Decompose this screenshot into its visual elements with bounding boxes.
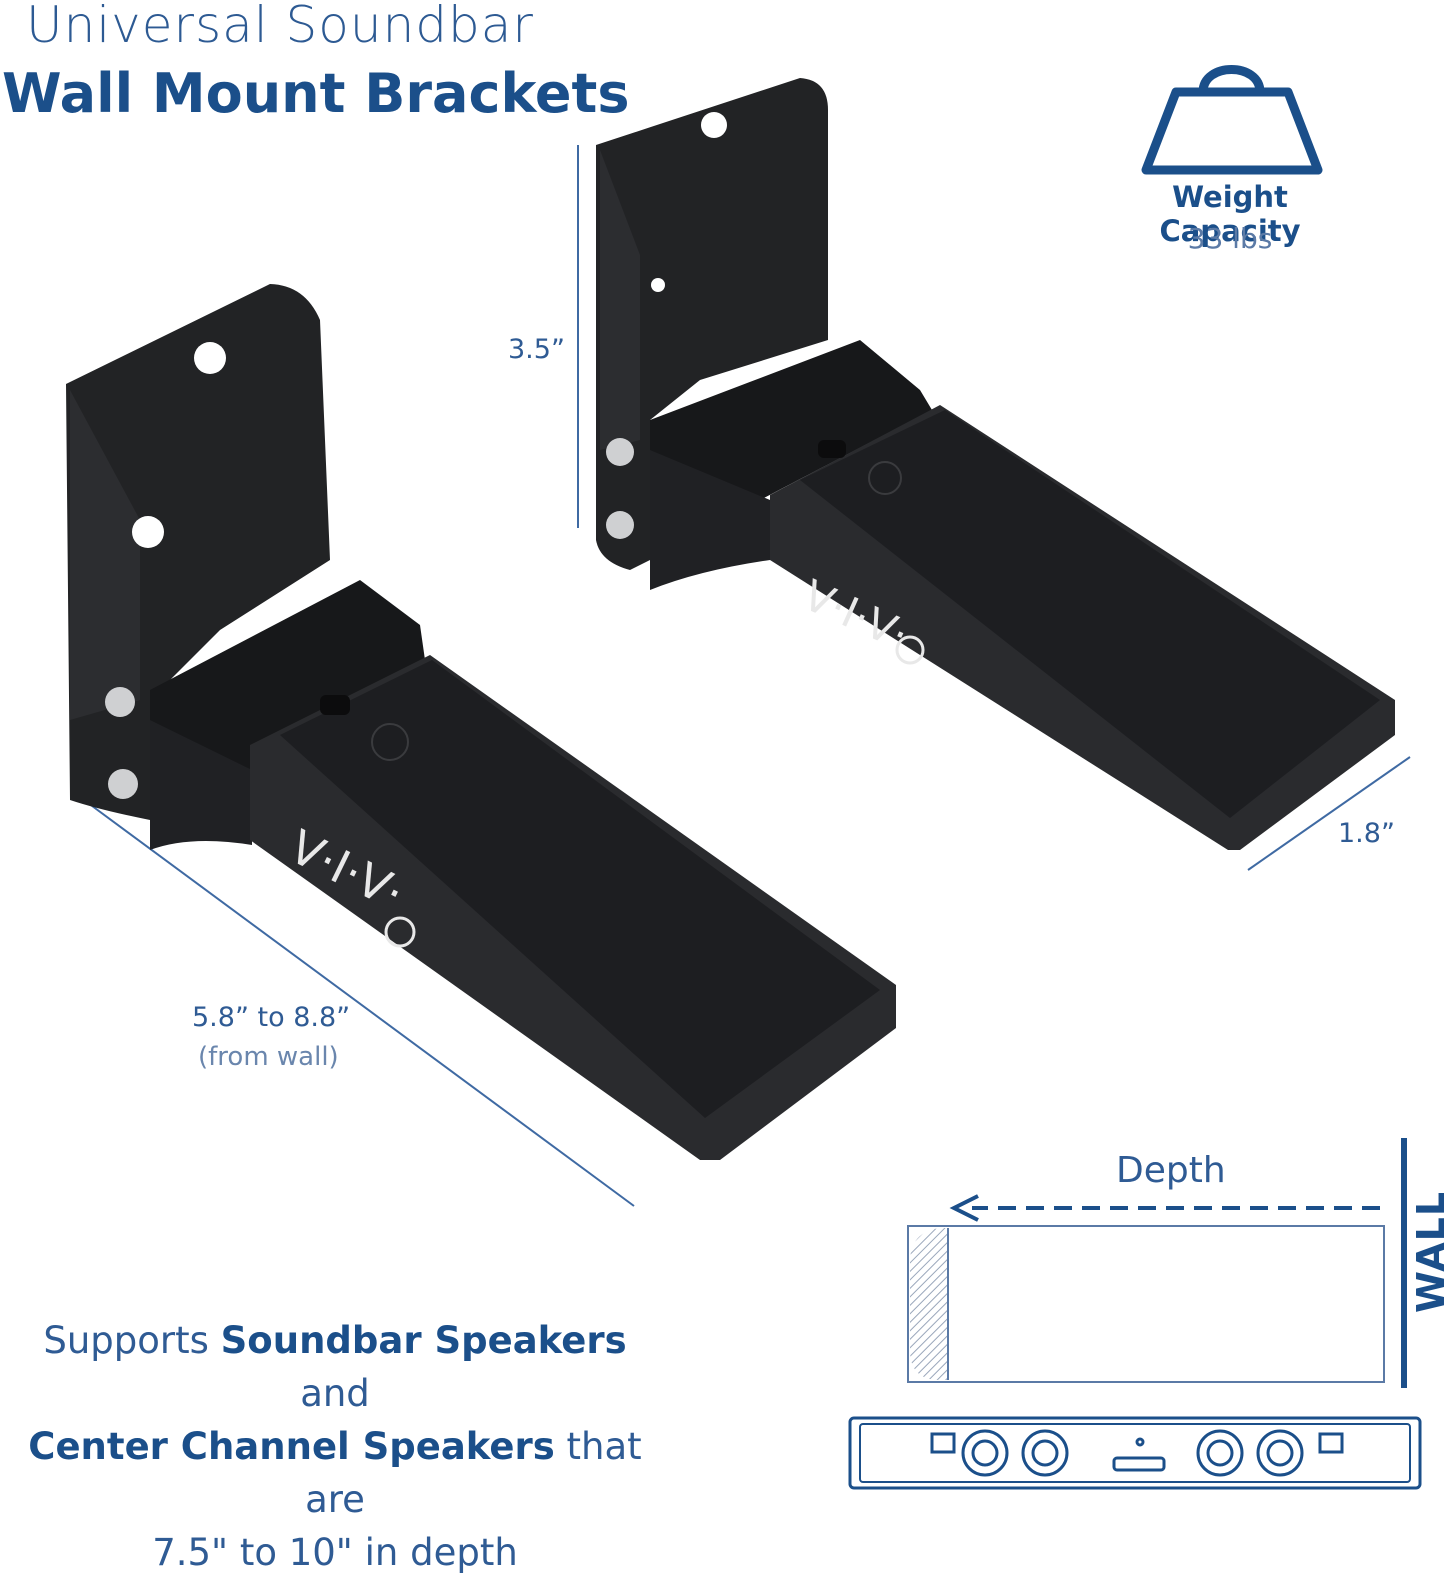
wall-label: WALL bbox=[1409, 1190, 1444, 1313]
height-dimension: 3.5” bbox=[508, 334, 565, 365]
product-illustration: V·I·V· V·I·V· bbox=[66, 65, 1422, 1490]
reach-dimension: 5.8” to 8.8” bbox=[192, 1002, 351, 1033]
reach-note: (from wall) bbox=[198, 1042, 339, 1072]
support-highlight-soundbar: Soundbar Speakers bbox=[220, 1319, 627, 1362]
weight-capacity-value: 33 lbs bbox=[1187, 222, 1273, 255]
support-statement: Supports Soundbar Speakers and Center Ch… bbox=[20, 1314, 650, 1579]
brand-mark-icon bbox=[384, 916, 416, 948]
title-line-2: Wall Mount Brackets bbox=[2, 62, 630, 125]
width-dimension: 1.8” bbox=[1338, 818, 1395, 849]
soundbar-icon bbox=[848, 1416, 1422, 1490]
bracket-front bbox=[66, 284, 896, 1160]
support-highlight-center: Center Channel Speakers bbox=[28, 1425, 555, 1468]
weight-capacity-label: Weight Capacity bbox=[1159, 180, 1301, 248]
brand-mark-icon bbox=[895, 635, 925, 665]
support-text: Supports bbox=[43, 1319, 221, 1362]
dimension-lines bbox=[83, 145, 1411, 1207]
title-line-1: Universal Soundbar bbox=[26, 0, 534, 54]
support-text: and bbox=[300, 1372, 370, 1415]
bracket-back bbox=[596, 78, 1395, 850]
depth-label: Depth bbox=[1116, 1150, 1226, 1191]
depth-diagram bbox=[907, 1138, 1407, 1388]
weight-icon bbox=[1141, 65, 1323, 175]
support-depth-range: 7.5" to 10" in depth bbox=[152, 1531, 518, 1574]
